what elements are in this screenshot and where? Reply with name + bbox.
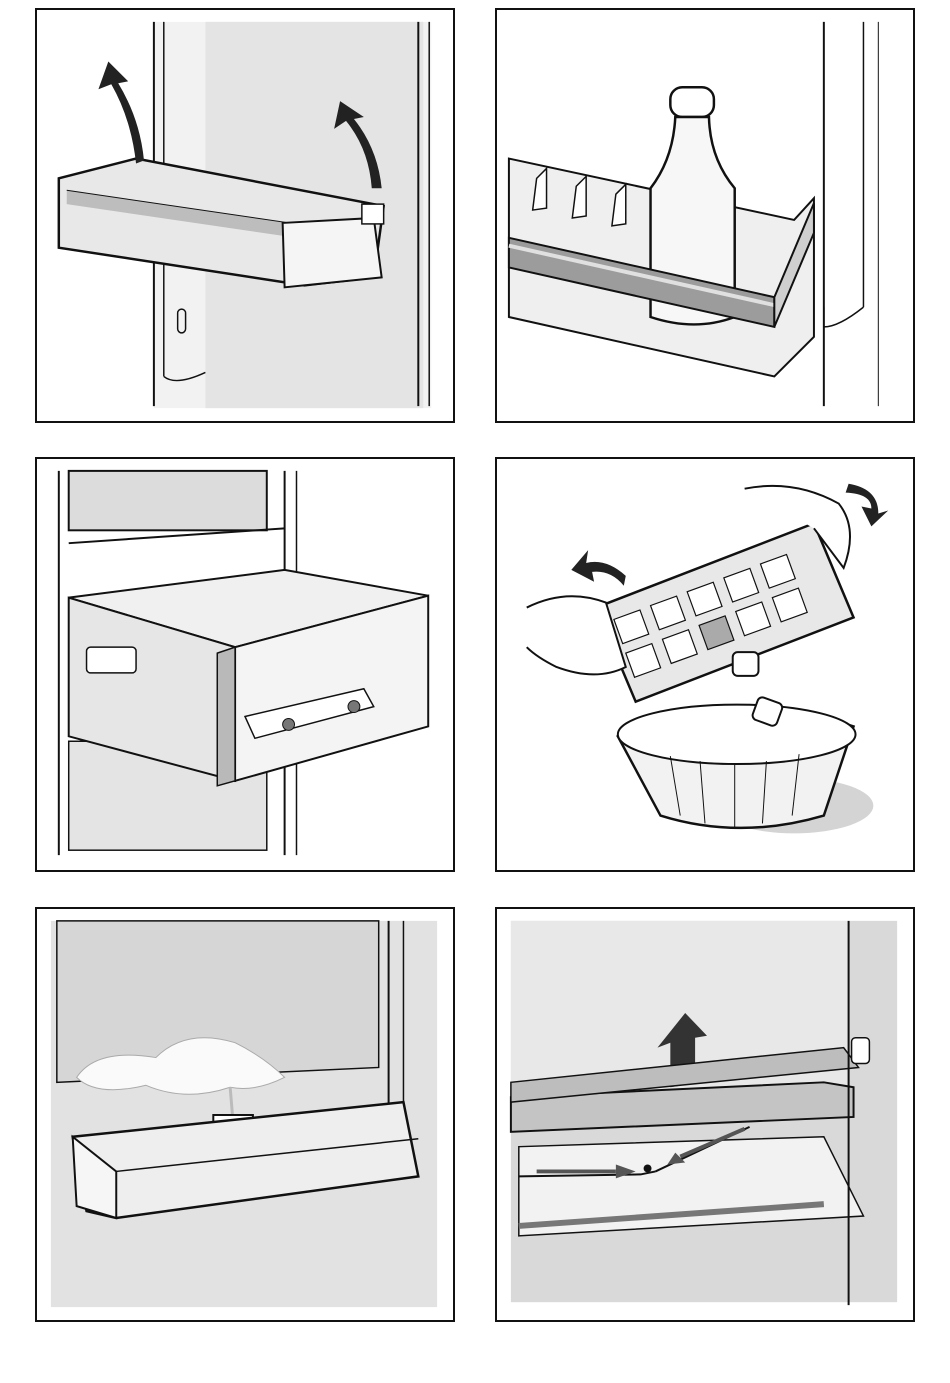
- crisper-drawer-icon: [37, 459, 453, 870]
- illustration-spill-cleaning: [35, 907, 455, 1322]
- drain-channel-icon: [497, 909, 913, 1320]
- bottle-shelf-icon: [497, 10, 913, 421]
- illustration-door-shelf-removal: [35, 8, 455, 423]
- illustration-drain-channel: [495, 907, 915, 1322]
- illustration-crisper-drawer: [35, 457, 455, 872]
- illustration-ice-cube-tray: [495, 457, 915, 872]
- ice-cube-tray-icon: [497, 459, 913, 870]
- door-shelf-removal-icon: [37, 10, 453, 421]
- illustration-bottle-shelf: [495, 8, 915, 423]
- spill-cleaning-icon: [37, 909, 453, 1320]
